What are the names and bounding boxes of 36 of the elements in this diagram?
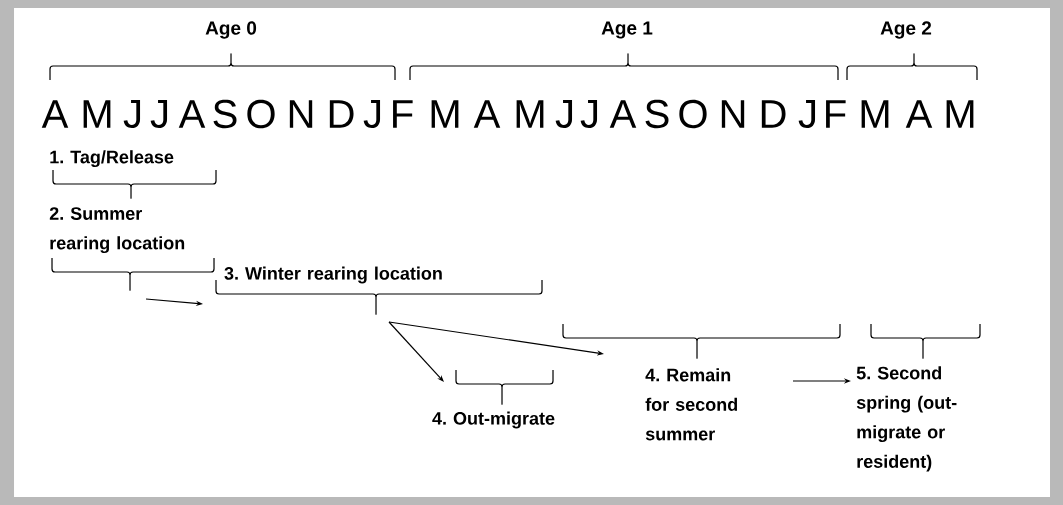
- month-letter: A: [178, 100, 206, 128]
- month-letter: D: [761, 100, 786, 128]
- month-letter: O: [679, 99, 707, 129]
- month-letter: S: [213, 99, 237, 129]
- age-label: Age 0: [205, 21, 257, 39]
- month-letter: J: [580, 100, 598, 128]
- month-letter: M: [431, 100, 459, 128]
- month-letter: J: [363, 100, 381, 128]
- stage-label: 4. Out-migrate: [432, 411, 555, 429]
- age-label: Age 1: [601, 21, 653, 39]
- month-letter: O: [247, 99, 275, 129]
- stage-label: 4. Remain for second summer: [645, 368, 738, 441]
- stage-label: 3. Winter rearing location: [224, 266, 442, 284]
- month-letter: F: [393, 100, 413, 128]
- month-letter: M: [516, 100, 544, 128]
- stage-label: 2. Summer rearing location: [49, 207, 185, 254]
- month-letter: A: [473, 100, 501, 128]
- month-letter: J: [555, 100, 573, 128]
- month-letter: J: [798, 100, 816, 128]
- month-letter: M: [946, 100, 974, 128]
- month-letter: A: [609, 100, 637, 128]
- month-letter: F: [826, 100, 846, 128]
- month-letter: S: [645, 99, 669, 129]
- month-letter: M: [861, 100, 889, 128]
- stage-label: 1. Tag/Release: [50, 150, 174, 168]
- age-label: Age 2: [880, 21, 932, 39]
- month-letter: D: [329, 100, 354, 128]
- arrow: [388, 321, 444, 382]
- month-letter: N: [721, 100, 745, 128]
- month-letter: J: [123, 100, 141, 128]
- month-letter: J: [150, 100, 168, 128]
- stage-label: 5. Second spring (out-migrate or resident): [856, 366, 957, 472]
- month-letter: M: [83, 100, 111, 128]
- month-letter: A: [41, 100, 69, 128]
- month-letter: A: [905, 100, 933, 128]
- month-letter: N: [289, 100, 313, 128]
